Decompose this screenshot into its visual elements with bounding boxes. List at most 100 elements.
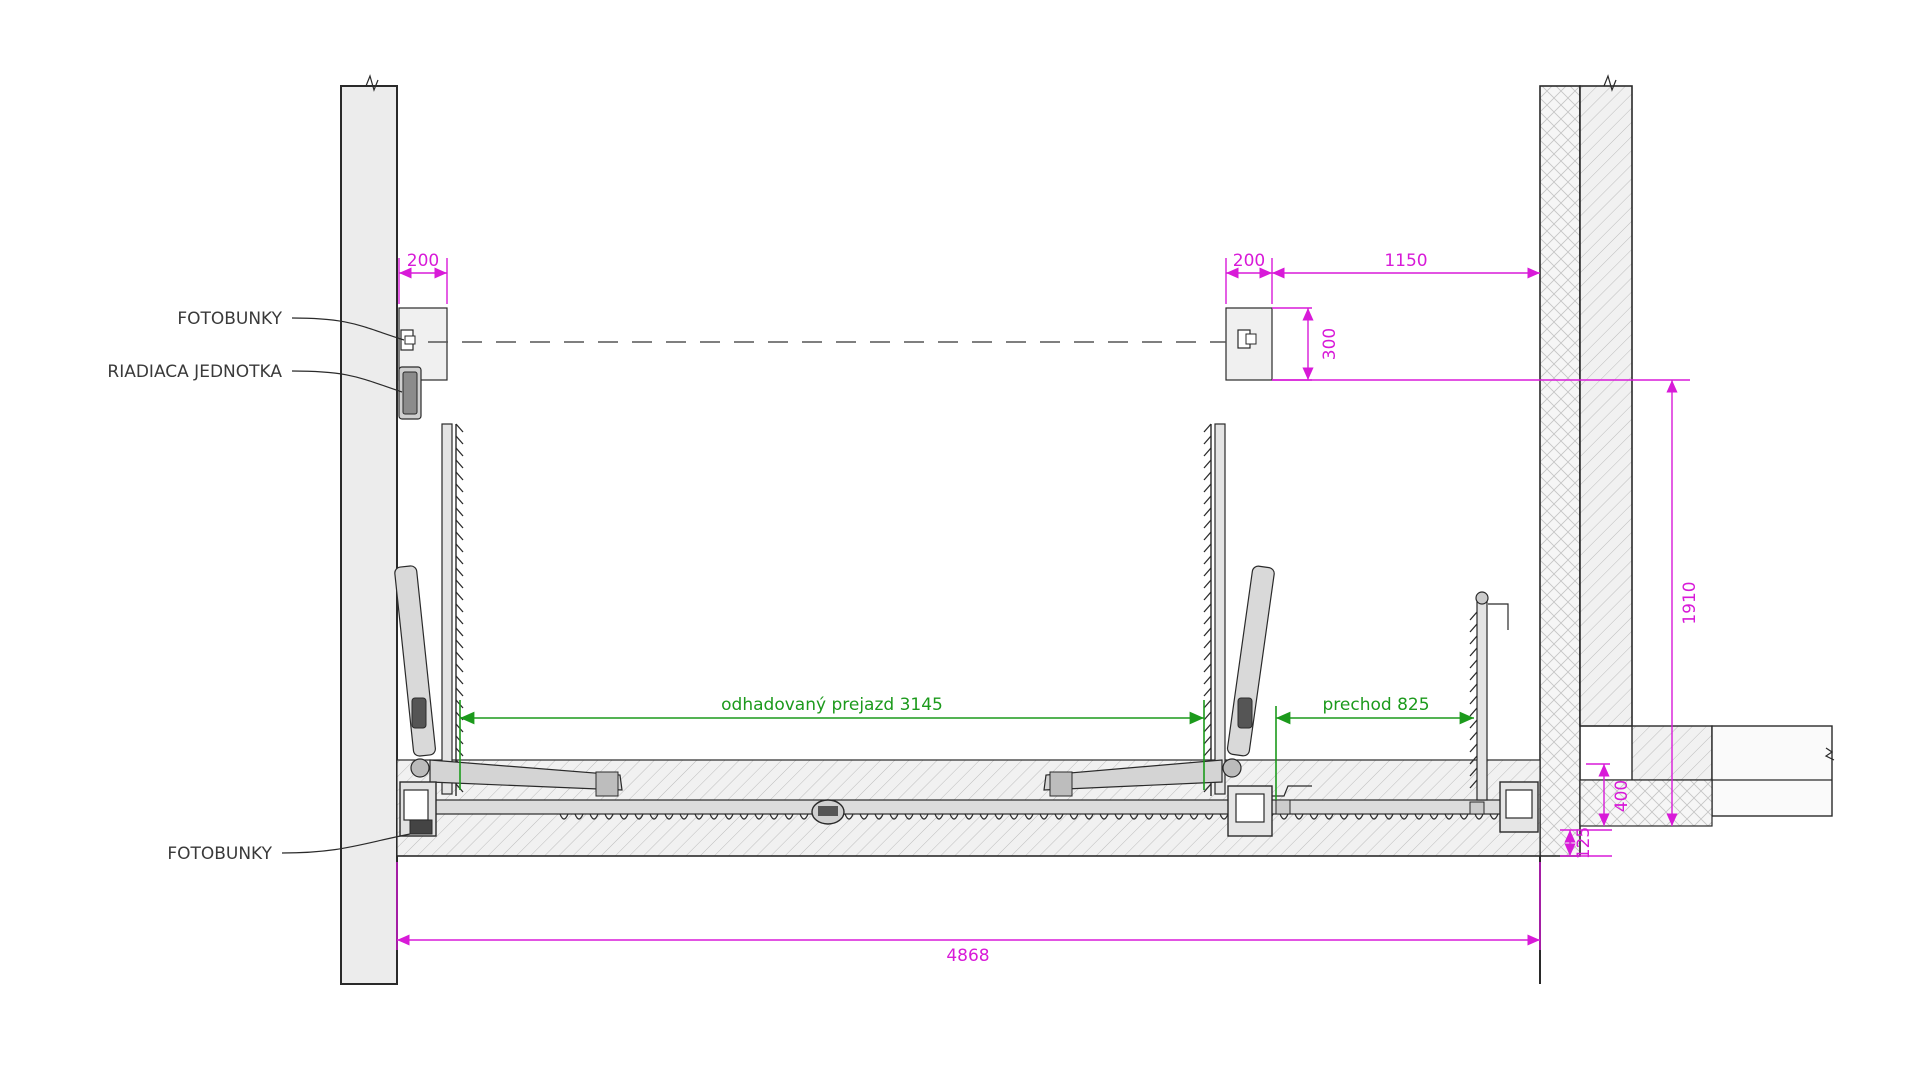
- rack-tooth: [964, 813, 974, 820]
- leaf-fin: [1203, 459, 1212, 469]
- leaf-fin: [455, 639, 464, 649]
- rack-tooth: [934, 813, 944, 820]
- rack-tooth: [1069, 813, 1079, 820]
- dim-label: 4868: [946, 946, 989, 966]
- dim-pedestrian-passage: prechod 825: [1275, 695, 1474, 800]
- right-gate-operator: [1043, 565, 1275, 797]
- leaf-fin: [1469, 767, 1478, 777]
- rack-tooth: [1144, 813, 1154, 820]
- leaf-fin: [455, 591, 464, 601]
- rack-tooth: [1384, 813, 1394, 820]
- rack-tooth: [1204, 813, 1214, 820]
- rack-tooth: [1429, 813, 1439, 820]
- leaf-fin: [1203, 663, 1212, 673]
- leaf-fin: [1203, 435, 1212, 445]
- leaf-fin: [1469, 743, 1478, 753]
- rack-tooth: [1159, 813, 1169, 820]
- rack-tooth: [1414, 813, 1424, 820]
- rack-tooth: [664, 813, 674, 820]
- rack-tooth: [559, 813, 569, 820]
- dim-slab-thickness: 400: [1586, 763, 1632, 826]
- leaf-fin: [1469, 623, 1478, 633]
- leaf-fin: [455, 615, 464, 625]
- leaf-fin: [455, 675, 464, 685]
- leaf-fin: [1203, 423, 1212, 433]
- leaf-fin: [1203, 639, 1212, 649]
- rack-tooth: [1174, 813, 1184, 820]
- dim-left-post-width: 200: [398, 251, 448, 304]
- rack-tooth: [799, 813, 809, 820]
- leaf-fin: [455, 651, 464, 661]
- rack-tooth: [1279, 813, 1289, 820]
- leaf-fin: [1469, 683, 1478, 693]
- leaf-fin: [1203, 579, 1212, 589]
- rack-tooth: [724, 813, 734, 820]
- leaf-fin: [1469, 647, 1478, 657]
- leaf-fin: [455, 531, 464, 541]
- leaf-fin: [455, 519, 464, 529]
- rack-tooth: [979, 813, 989, 820]
- leaf-fin: [1203, 495, 1212, 505]
- callout-label: RIADIACA JEDNOTKA: [107, 362, 282, 382]
- dim-post-height: 300: [1272, 307, 1340, 381]
- leaf-fins: [1469, 611, 1478, 789]
- rack-tooth: [1099, 813, 1109, 820]
- dim-label: 1910: [1680, 581, 1700, 624]
- rack-tooth: [1489, 813, 1499, 820]
- rack-tooth: [1114, 813, 1124, 820]
- leaf-fins: [1203, 423, 1212, 793]
- leaf-fin: [455, 663, 464, 673]
- leaf-fin: [455, 447, 464, 457]
- leaf-fin: [1203, 627, 1212, 637]
- rack-tooth: [619, 813, 629, 820]
- rack-tooth: [1294, 813, 1304, 820]
- rack-tooth: [649, 813, 659, 820]
- leaf-fin: [1469, 671, 1478, 681]
- leaf-fin: [455, 507, 464, 517]
- left-wall: [340, 74, 398, 985]
- dim-label: prechod 825: [1322, 695, 1429, 715]
- rack-tooth: [574, 813, 584, 820]
- leaf-fin: [1203, 747, 1212, 757]
- right-photocell-post: [1225, 307, 1273, 381]
- rack-tooth: [994, 813, 1004, 820]
- leaf-fin: [1469, 635, 1478, 645]
- leaf-fin: [1203, 783, 1212, 793]
- leaf-fin: [1203, 699, 1212, 709]
- rack-tooth: [1324, 813, 1334, 820]
- leaf-fin: [455, 567, 464, 577]
- leaf-fin: [455, 603, 464, 613]
- dim-label: 125: [1574, 827, 1594, 859]
- callout-label: FOTOBUNKY: [167, 844, 272, 864]
- rack-tooth: [1024, 813, 1034, 820]
- rack-tooth: [1459, 813, 1469, 820]
- leaf-fin: [1203, 555, 1212, 565]
- rack-tooth: [1474, 813, 1484, 820]
- left-gate-leaf: [441, 423, 464, 796]
- leaf-fin: [1469, 731, 1478, 741]
- leaf-fin: [1203, 447, 1212, 457]
- leaf-fin: [455, 423, 464, 433]
- callout-photocells-top: FOTOBUNKY: [177, 309, 405, 341]
- dim-label: 200: [407, 251, 439, 271]
- leaf-fin: [455, 495, 464, 505]
- leaf-fin: [455, 459, 464, 469]
- leaf-fin: [455, 687, 464, 697]
- rack-tooth: [949, 813, 959, 820]
- rack-tooth: [739, 813, 749, 820]
- leaf-fin: [1469, 755, 1478, 765]
- rack-tooth: [1084, 813, 1094, 820]
- dim-label: odhadovaný prejazd 3145: [721, 695, 943, 715]
- leaf-fin: [455, 555, 464, 565]
- middle-post-box: [1227, 785, 1312, 837]
- leaf-fin: [1203, 483, 1212, 493]
- rack-tooth: [694, 813, 704, 820]
- rack-tooth: [1009, 813, 1019, 820]
- leaf-fin: [1203, 603, 1212, 613]
- rack-tooth: [1354, 813, 1364, 820]
- rack-tooth: [1129, 813, 1139, 820]
- leaf-fin: [455, 483, 464, 493]
- left-bottom-photocell: [399, 781, 437, 837]
- leaf-fin: [1203, 591, 1212, 601]
